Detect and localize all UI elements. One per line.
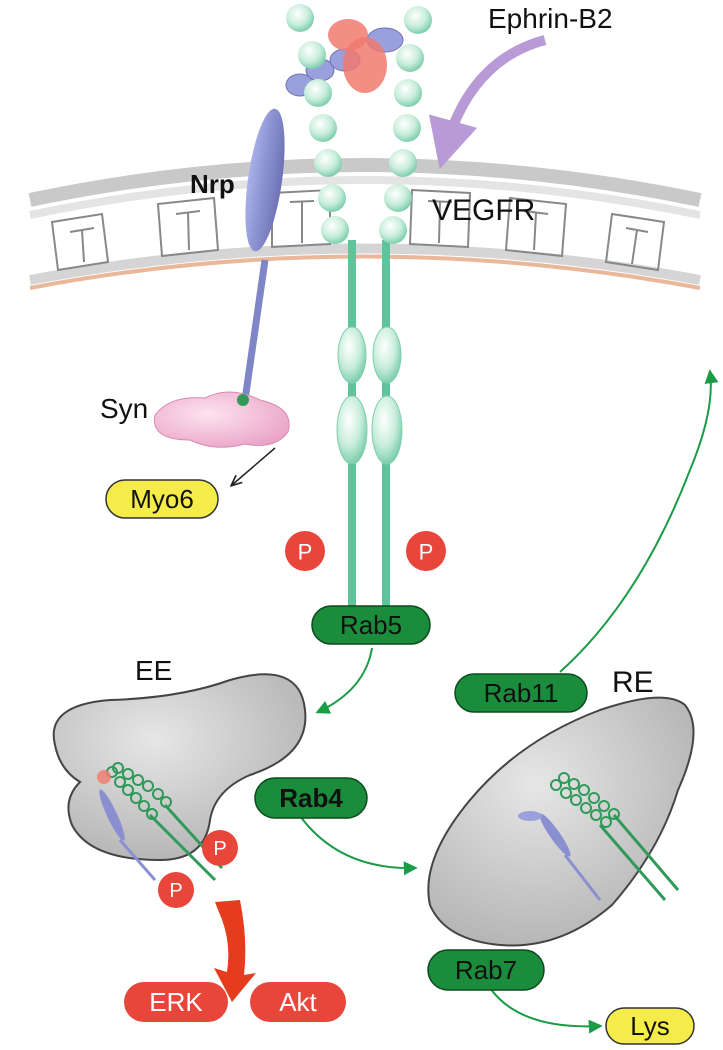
rab5-to-ee-arrow <box>315 647 373 714</box>
ephrin-arrow <box>428 35 547 170</box>
svg-text:P: P <box>419 540 434 565</box>
myo6-pill: Myo6 <box>105 479 219 519</box>
lys-pill: Lys <box>605 1007 695 1045</box>
rab11-recycling-arrow <box>559 369 719 673</box>
svg-text:Rab5: Rab5 <box>340 610 402 640</box>
phospho-site-left: P <box>285 531 325 571</box>
signaling-arrow <box>214 900 256 1002</box>
svg-text:P: P <box>213 838 226 860</box>
svg-text:Rab4: Rab4 <box>279 783 343 813</box>
recycling-endosome <box>427 696 695 947</box>
ephrin-label: Ephrin-B2 <box>488 3 613 34</box>
vegfr-label: VEGFR <box>432 194 535 227</box>
membrane-channels <box>50 188 666 272</box>
syn-myo6-arrow <box>232 447 276 485</box>
rab7-to-lys-arrow <box>489 987 603 1034</box>
rab4-pill: Rab4 <box>254 777 368 819</box>
akt-pill: Akt <box>250 982 346 1022</box>
nrp-label: Nrp <box>190 169 235 199</box>
ee-phospho-site-lower: P <box>158 872 194 908</box>
rab7-pill: Rab7 <box>427 949 545 991</box>
rab11-pill: Rab11 <box>454 673 588 713</box>
syn-label: Syn <box>100 393 148 424</box>
erk-pill: ERK <box>124 982 228 1022</box>
ee-phospho-site-upper: P <box>202 830 238 866</box>
svg-text:P: P <box>298 540 313 565</box>
svg-text:ERK: ERK <box>149 987 203 1017</box>
vegfr-dimer <box>286 4 432 610</box>
svg-text:P: P <box>169 880 182 902</box>
svg-text:Myo6: Myo6 <box>130 484 194 514</box>
svg-text:Lys: Lys <box>630 1011 670 1041</box>
synectin <box>153 391 290 448</box>
rab4-to-re-arrow <box>299 815 418 876</box>
re-label: RE <box>612 666 654 699</box>
plasma-membrane <box>28 158 702 290</box>
svg-text:Akt: Akt <box>279 987 317 1017</box>
vegf-ligand <box>328 19 387 93</box>
svg-text:Rab11: Rab11 <box>484 678 559 708</box>
phospho-site-right: P <box>406 531 446 571</box>
ee-label: EE <box>135 655 172 686</box>
svg-text:Rab7: Rab7 <box>455 955 517 985</box>
rab5-pill: Rab5 <box>311 605 431 645</box>
early-endosome <box>52 673 307 882</box>
